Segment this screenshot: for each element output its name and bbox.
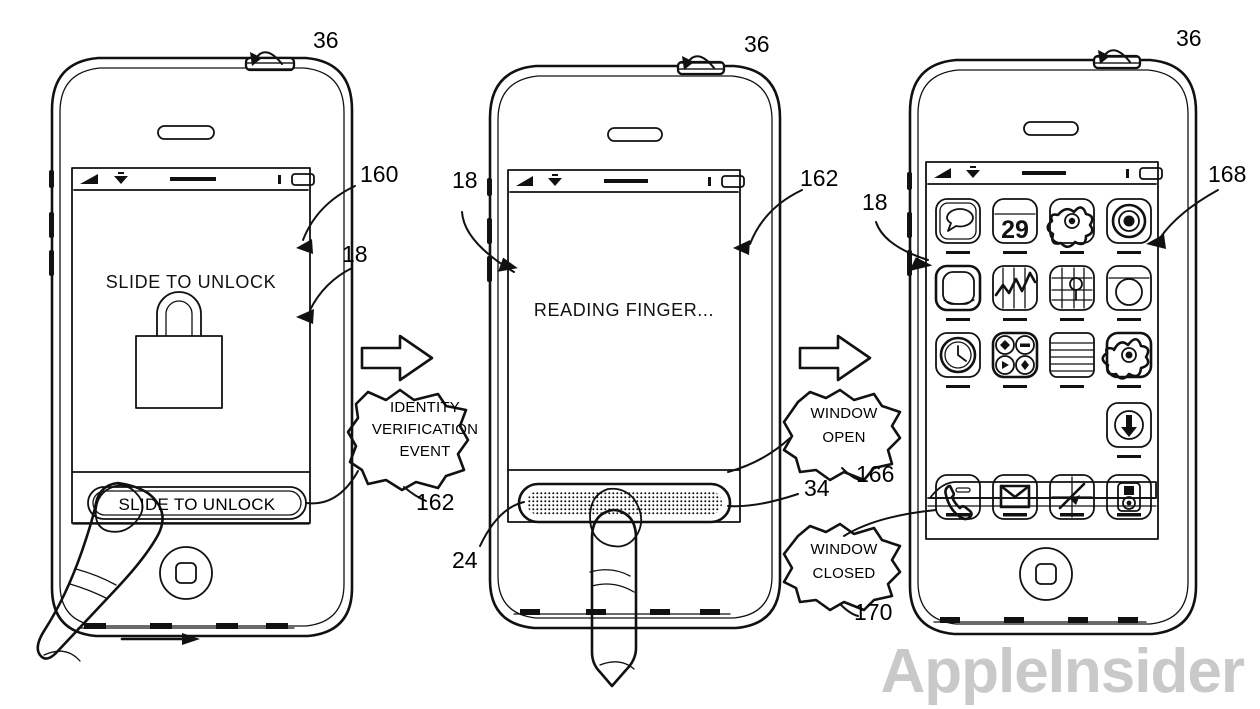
photos-icon[interactable]: [1046, 198, 1095, 254]
ipod-icon[interactable]: [1106, 474, 1152, 520]
safari-icon[interactable]: [1049, 474, 1095, 520]
burst-window-closed-line-1: WINDOW: [810, 541, 878, 558]
panel-middle-phone: 36 18 162 24 34: [452, 31, 838, 688]
weather-icon[interactable]: [1106, 265, 1152, 321]
transition-window-open: 166: [727, 334, 902, 487]
calendar-day-number: 29: [1001, 216, 1029, 244]
app-row-2: [934, 264, 1152, 321]
reading-finger-heading: READING FINGER...: [534, 300, 714, 320]
app-row-3: [935, 331, 1153, 388]
burst-window-closed-line-2: CLOSED: [813, 565, 876, 582]
status-bar-icons-middle: [516, 174, 745, 188]
mail-icon[interactable]: [992, 474, 1038, 520]
ref-18-middle: 18: [452, 167, 478, 193]
status-bar-icons-left: [80, 172, 315, 186]
burst-window-open-line-2: OPEN: [822, 429, 865, 446]
app-row-4: [1106, 402, 1152, 458]
stocks-icon[interactable]: [992, 265, 1038, 321]
camera-icon[interactable]: [1106, 198, 1152, 254]
ref-18-right: 18: [862, 189, 888, 215]
dock: [927, 474, 1157, 521]
panel-right-phone: 29: [862, 25, 1246, 636]
right-arrow-icon: [798, 334, 872, 382]
ref-18-left: 18: [342, 241, 368, 267]
ref-36-middle: 36: [744, 31, 770, 57]
ref-166-transition: 166: [856, 461, 894, 487]
itunes-download-icon[interactable]: [1106, 402, 1152, 458]
youtube-icon[interactable]: [934, 264, 982, 321]
burst-identity-line-1: IDENTITY: [390, 399, 460, 416]
ref-34-middle: 34: [804, 475, 830, 501]
finger-icon: [36, 481, 164, 662]
right-arrow-icon: [360, 334, 434, 382]
appleinsider-watermark: AppleInsider: [880, 637, 1245, 706]
settings-icon[interactable]: [1101, 331, 1153, 388]
lock-screen-heading: SLIDE TO UNLOCK: [106, 272, 276, 292]
ref-24-middle: 24: [452, 547, 478, 573]
ref-162-middle: 162: [800, 165, 838, 191]
panel-left-phone: 36 160 18: [36, 27, 398, 662]
burst-identity-line-2: VERIFICATION: [372, 421, 478, 438]
finger-icon: [589, 487, 643, 688]
phone-icon[interactable]: [935, 474, 981, 521]
padlock-icon: [135, 291, 223, 409]
messages-icon[interactable]: [935, 198, 981, 254]
maps-icon[interactable]: [1049, 265, 1095, 321]
notes-icon[interactable]: [1049, 332, 1095, 388]
calculator-icon[interactable]: [991, 331, 1039, 388]
ref-168-right: 168: [1208, 161, 1246, 187]
transition-identity-verification: 162: [305, 334, 470, 515]
slide-to-unlock-slider-label: SLIDE TO UNLOCK: [119, 495, 276, 514]
status-bar-icons-right: [934, 166, 1163, 180]
ref-160-left: 160: [360, 161, 398, 187]
ref-170-transition: 170: [854, 599, 892, 625]
ref-162-transition: 162: [416, 489, 454, 515]
clock-icon[interactable]: [935, 332, 981, 388]
calendar-icon[interactable]: 29: [992, 198, 1038, 254]
fingerprint-sensor-strip-icon: [517, 482, 732, 524]
burst-window-open-line-1: WINDOW: [810, 405, 878, 422]
transition-window-closed: 170: [782, 509, 937, 625]
ref-36-right: 36: [1176, 25, 1202, 51]
ref-36-left: 36: [313, 27, 339, 53]
burst-identity-line-3: EVENT: [399, 443, 450, 460]
swipe-right-arrow-icon: [120, 633, 200, 645]
app-row-1: 29: [935, 198, 1152, 254]
